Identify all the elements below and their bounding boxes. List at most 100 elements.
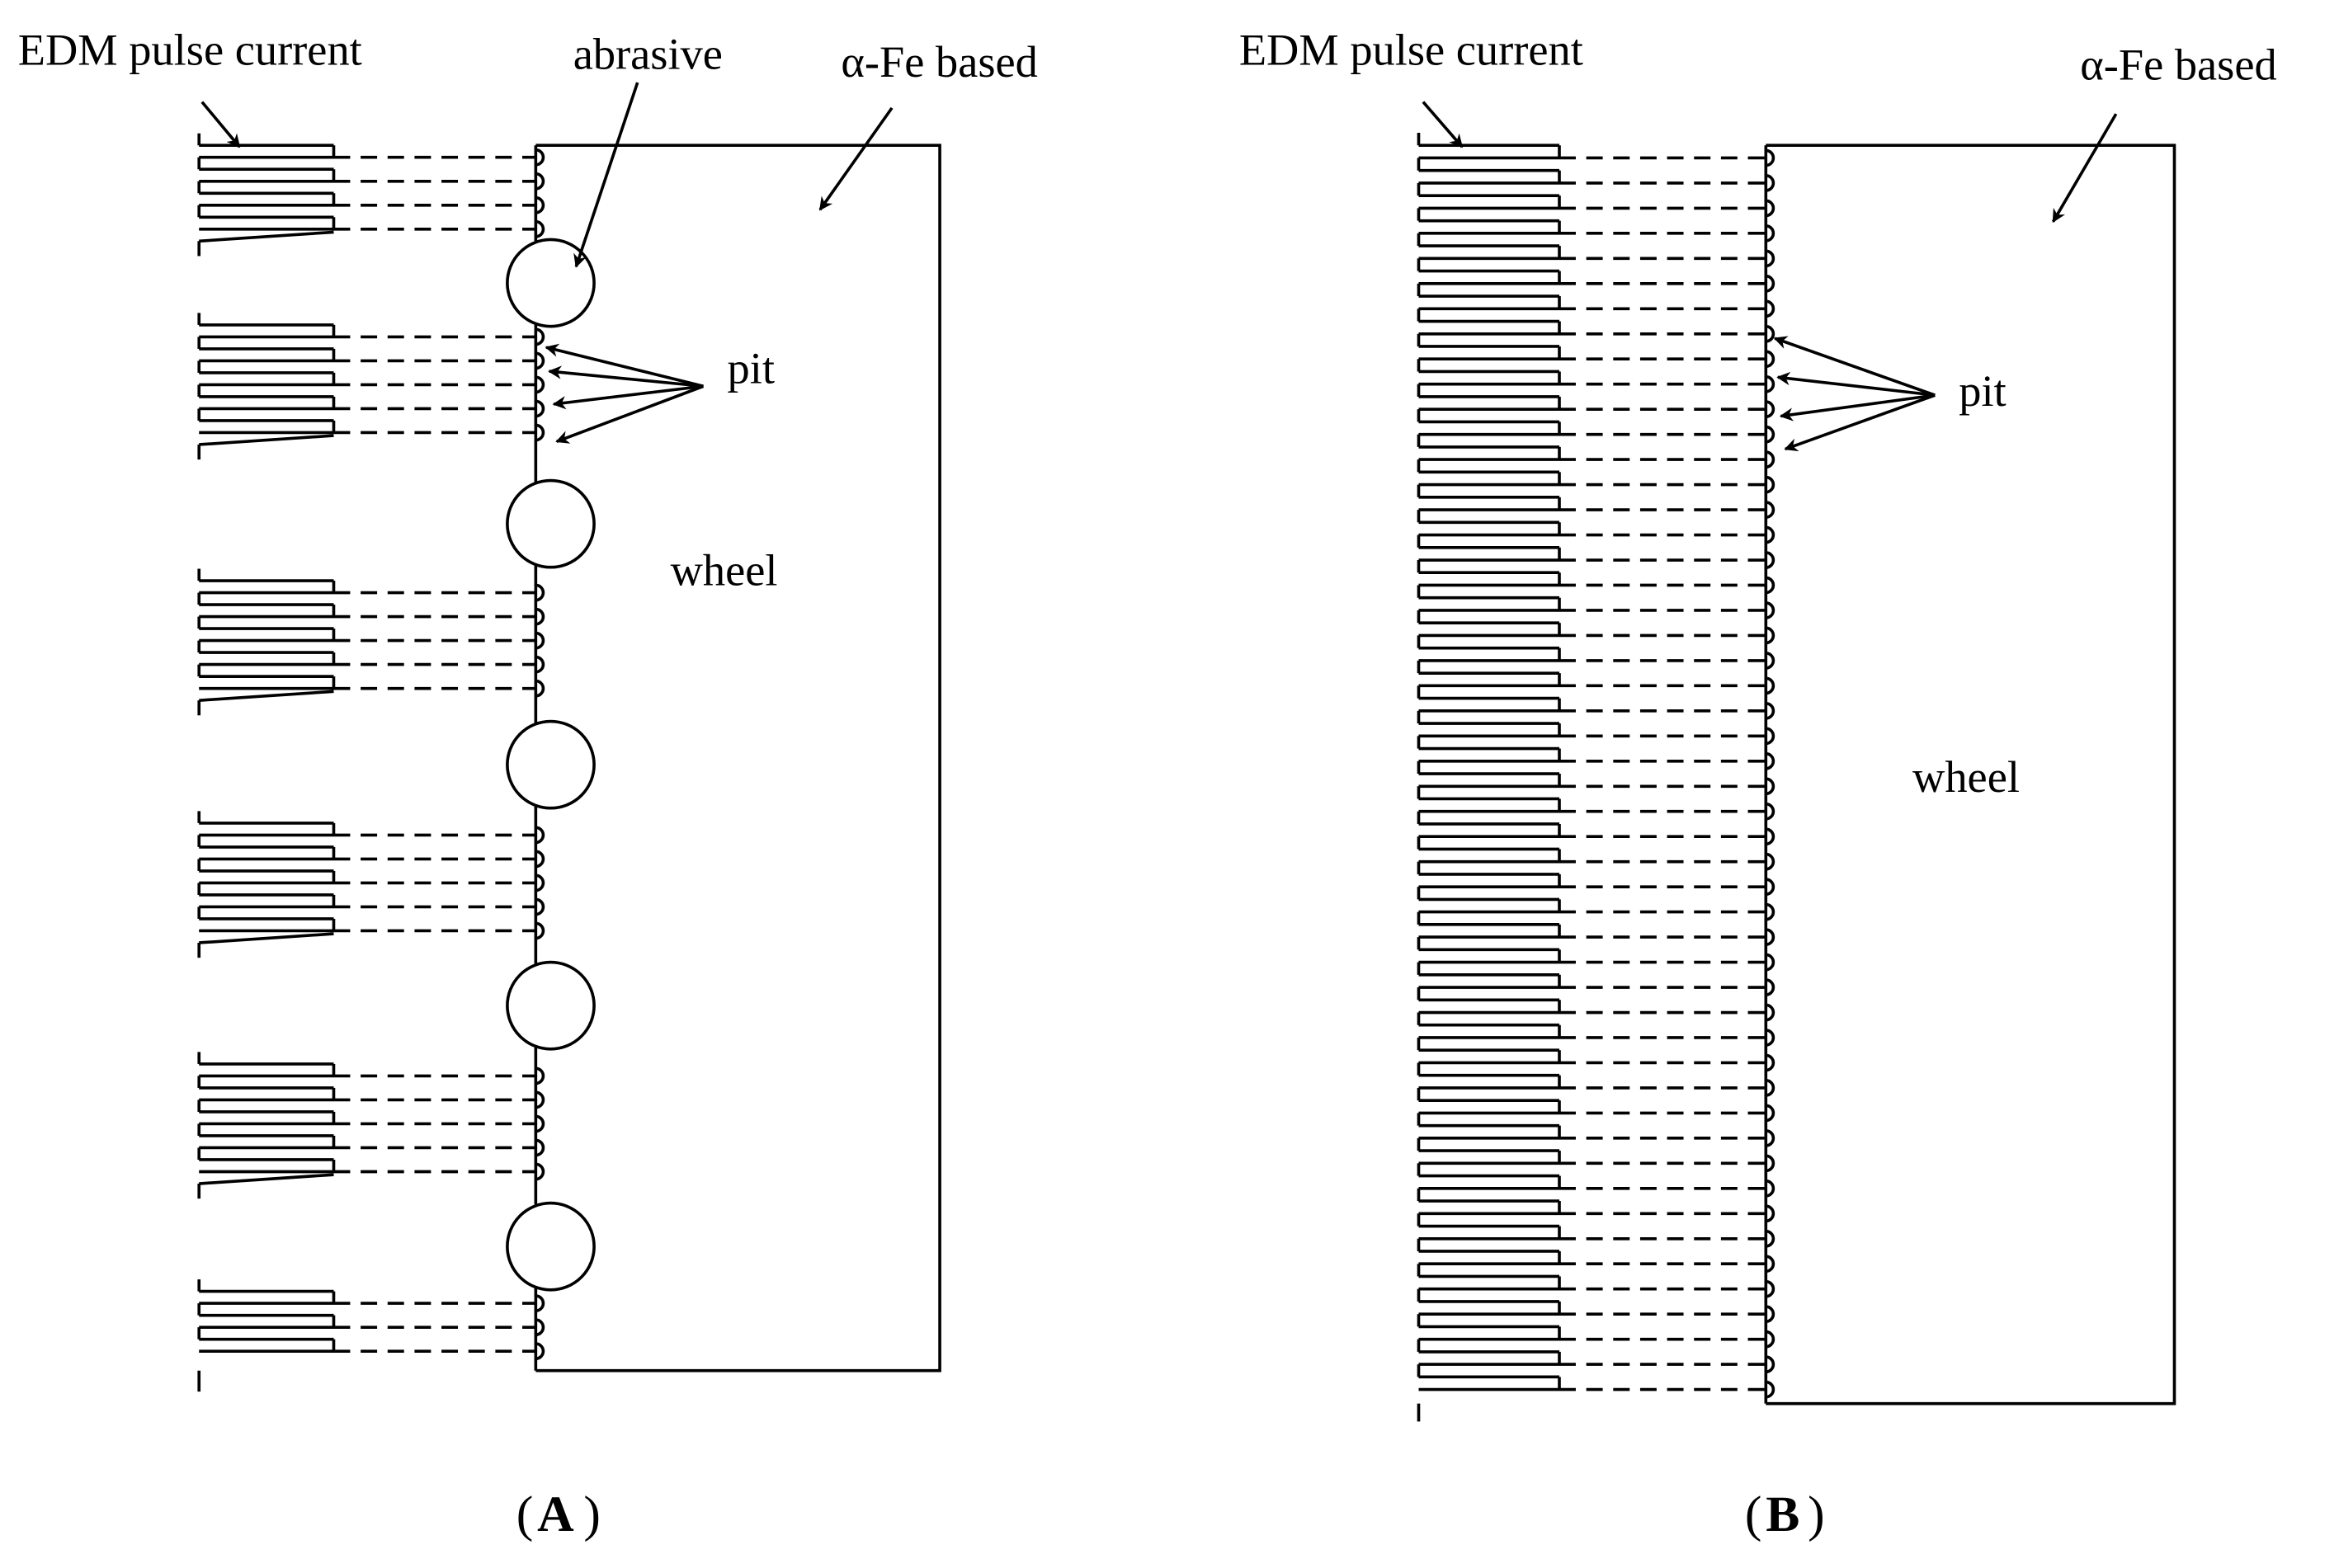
- pit-b-27: [1766, 802, 1775, 821]
- pit-a-6: [535, 351, 545, 370]
- pit-a-19: [535, 921, 545, 940]
- pit-b-42: [1766, 1179, 1775, 1198]
- idle-pulse-a-4: [199, 932, 334, 944]
- pit-b-37: [1766, 1053, 1775, 1072]
- pit-b-39: [1766, 1104, 1775, 1123]
- pit-b-12: [1766, 425, 1775, 444]
- pit-a-14: [535, 679, 545, 698]
- pit-a-9: [535, 423, 545, 442]
- pit-b-47: [1766, 1305, 1775, 1324]
- pit-b-14: [1766, 475, 1775, 494]
- arrow-pit-b-2: [1776, 371, 1936, 397]
- pit-a-11: [535, 607, 545, 626]
- wheel-body-a: [535, 144, 941, 1373]
- edm-label-b: EDM pulse current: [1239, 25, 1583, 74]
- pit-b-45: [1766, 1255, 1775, 1274]
- pit-b-18: [1766, 576, 1775, 595]
- pit-a-17: [535, 873, 545, 892]
- pit-b-34: [1766, 978, 1775, 996]
- pit-a-2: [535, 172, 545, 191]
- pit-b-7: [1766, 299, 1775, 318]
- pit-a-26: [535, 1318, 545, 1337]
- arrow-pit-a-2: [548, 365, 704, 388]
- arrow-pit-a-4: [555, 384, 705, 444]
- abrasive-particle-1: [506, 238, 596, 328]
- pit-b-29: [1766, 852, 1775, 871]
- svg-text:(: (: [1745, 1486, 1762, 1542]
- pit-a-22: [535, 1114, 545, 1133]
- pit-b-46: [1766, 1279, 1775, 1298]
- arrows-a: [200, 82, 894, 444]
- pit-a-15: [535, 826, 545, 845]
- wheel-material-label-b: α-Fe based: [2080, 40, 2277, 89]
- idle-pulse-a-1: [199, 230, 334, 243]
- pit-b-2: [1766, 174, 1775, 192]
- pit-b-40: [1766, 1128, 1775, 1147]
- pit-b-50: [1766, 1380, 1775, 1399]
- pit-a-3: [535, 195, 545, 214]
- abrasive-particle-3: [506, 719, 596, 810]
- pit-b-1: [1766, 148, 1775, 167]
- pit-b-49: [1766, 1355, 1775, 1374]
- abrasive-particle-4: [506, 960, 596, 1051]
- pit-b-30: [1766, 878, 1775, 897]
- discharge-gap-a: [333, 155, 536, 1353]
- pit-a-4: [535, 219, 545, 238]
- pit-b-41: [1766, 1154, 1775, 1173]
- pit-b-28: [1766, 827, 1775, 846]
- abrasive-label: abrasive: [573, 30, 723, 79]
- pit-b-25: [1766, 751, 1775, 770]
- arrow-pit-a-3: [552, 384, 704, 410]
- wheel-body-b: [1766, 144, 2176, 1406]
- pit-b-3: [1766, 199, 1775, 218]
- svg-text:): ): [1808, 1486, 1825, 1542]
- pit-a-8: [535, 399, 545, 418]
- arrow-pit-b-1: [1773, 336, 1936, 397]
- pit-b-22: [1766, 676, 1775, 695]
- pit-a-21: [535, 1090, 545, 1109]
- caption-b-letter: B: [1766, 1486, 1799, 1542]
- pit-b-8: [1766, 324, 1775, 343]
- pit-b-36: [1766, 1029, 1775, 1047]
- panel-a: EDM pulse current abrasive α-Fe based pi…: [18, 25, 1038, 1542]
- pit-b-32: [1766, 928, 1775, 946]
- pit-b-4: [1766, 224, 1775, 242]
- pit-b-9: [1766, 350, 1775, 369]
- pit-b-20: [1766, 626, 1775, 645]
- wheel-material-label-a: α-Fe based: [841, 37, 1038, 87]
- svg-text:(: (: [516, 1486, 534, 1542]
- pit-b-23: [1766, 701, 1775, 720]
- pit-b-26: [1766, 777, 1775, 796]
- pit-b-24: [1766, 727, 1775, 746]
- pits-a: [535, 148, 545, 1361]
- caption-a: ( A ): [516, 1486, 601, 1542]
- pit-b-10: [1766, 374, 1775, 393]
- pit-a-7: [535, 375, 545, 394]
- pits-b: [1766, 148, 1775, 1399]
- idle-pulse-a-3: [199, 690, 334, 702]
- idle-pulse-a-5: [199, 1173, 334, 1185]
- arrow-edm-b: [1422, 101, 1464, 148]
- pit-b-35: [1766, 1003, 1775, 1022]
- pit-b-43: [1766, 1204, 1775, 1223]
- pit-a-18: [535, 897, 545, 916]
- arrow-pit-b-4: [1784, 393, 1936, 452]
- pit-b-17: [1766, 551, 1775, 569]
- pulse-train-b: [1417, 132, 1768, 1422]
- wheel-label-b: wheel: [1912, 752, 2020, 802]
- pit-b-19: [1766, 601, 1775, 619]
- panel-b: EDM pulse current α-Fe based pit wheel (…: [1239, 25, 2277, 1542]
- arrow-wheel-material-b: [2051, 113, 2118, 224]
- idle-pulse-a-2: [199, 434, 334, 446]
- discharge-gap-b: [1559, 156, 1766, 1391]
- pit-b-21: [1766, 652, 1775, 670]
- wheel-label-a: wheel: [671, 545, 778, 595]
- pit-b-15: [1766, 501, 1775, 519]
- pulse-train-a: [197, 133, 538, 1392]
- pit-b-48: [1766, 1330, 1775, 1349]
- pit-b-31: [1766, 902, 1775, 921]
- pit-b-6: [1766, 274, 1775, 293]
- pit-a-23: [535, 1138, 545, 1157]
- abrasives-a: [506, 238, 596, 1292]
